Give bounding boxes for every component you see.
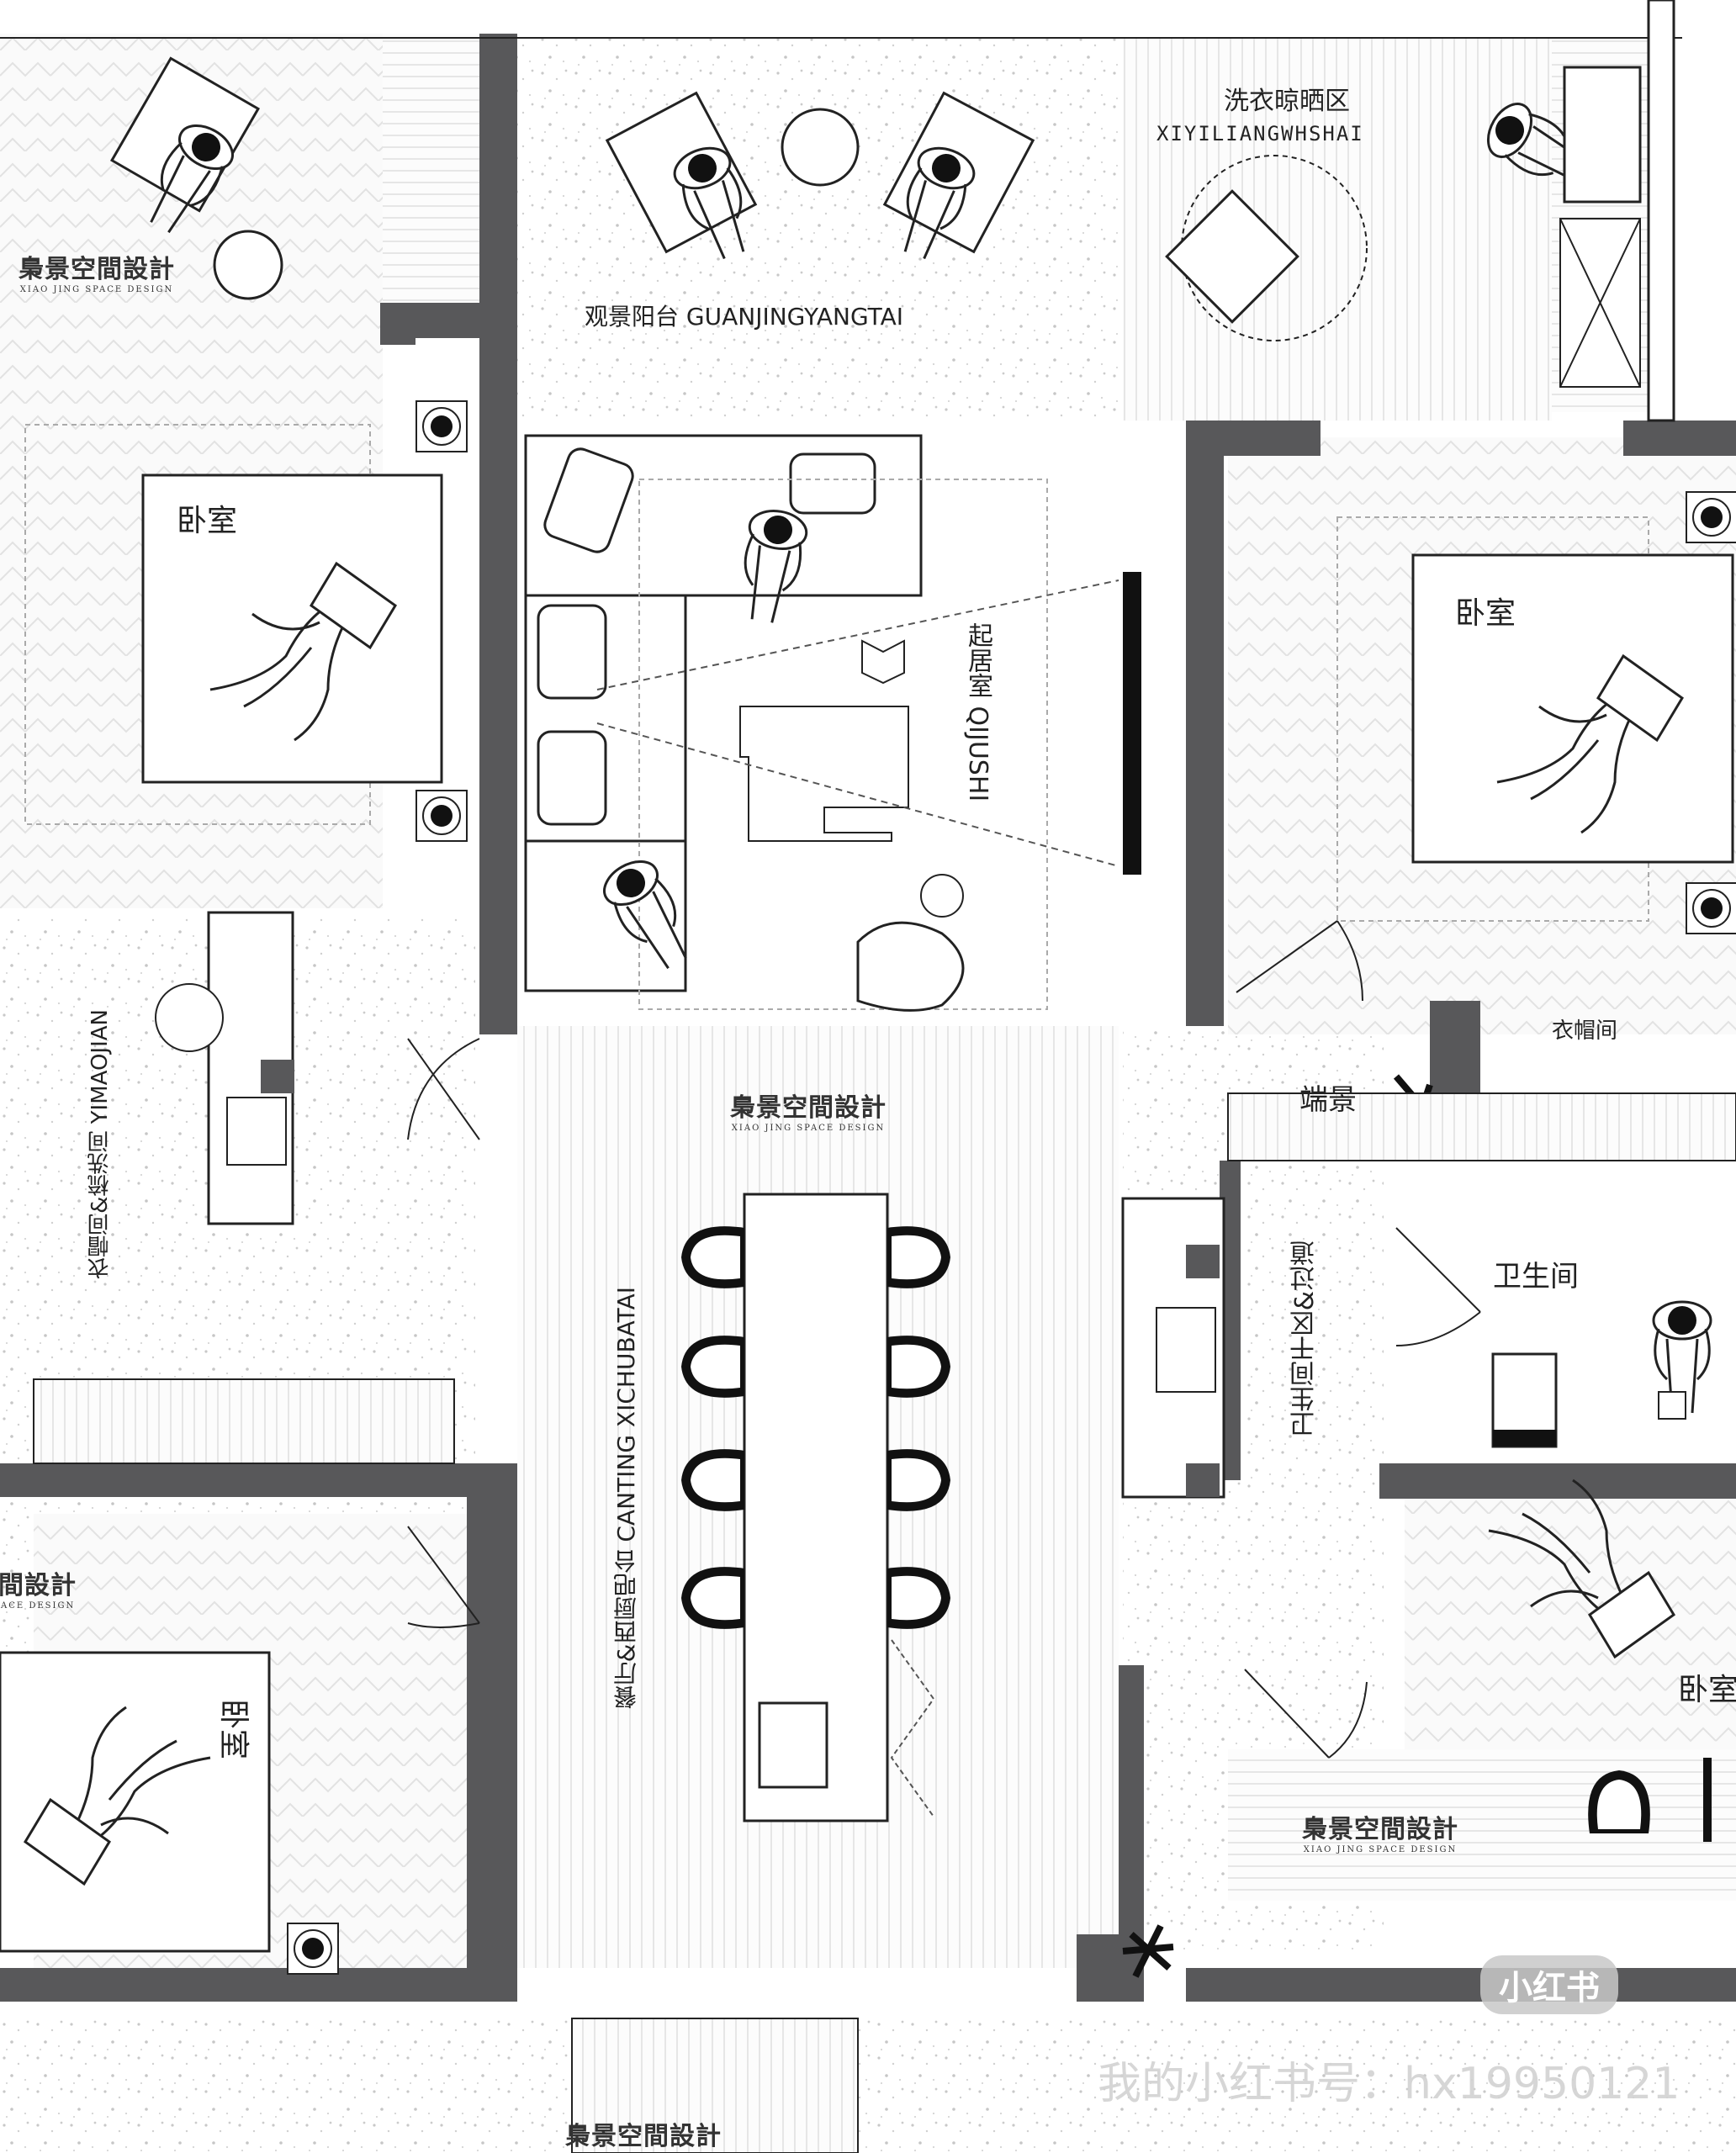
room-label-bedroom-bottom-right: 卧室 xyxy=(1678,1673,1736,1707)
lounge-chair-icon xyxy=(109,56,261,243)
room-label-balcony: 观景阳台 GUANJINGYANGTAI xyxy=(585,303,904,331)
room-label-laundry-en: XIYILIANGWHSHAI xyxy=(1156,122,1364,145)
lounge-chair-icon xyxy=(882,91,1035,267)
bed-icon xyxy=(0,1651,271,1953)
room-label-dining: 餐厅&西厨吧台 CANTING XICHUBATAI xyxy=(612,1287,640,1710)
room-label-bedroom-bottom-left: 卧室 xyxy=(216,1698,251,1760)
sink-icon xyxy=(226,1097,287,1166)
room-label-living: 起居室 QIJUSHI xyxy=(963,622,992,802)
room-label-bathroom: 卫生间 xyxy=(1493,1260,1579,1293)
side-table-icon xyxy=(781,108,860,187)
plant-icon xyxy=(1122,1924,1174,1978)
sink-icon xyxy=(758,1701,828,1789)
armchair-icon xyxy=(856,921,965,1012)
tv-icon xyxy=(1123,572,1141,875)
room-label-bedroom-right: 卧室 xyxy=(1455,596,1516,631)
room-label-bedroom-top-left: 卧室 xyxy=(177,504,238,538)
watermark-text: 我的小红书号：hx19950121 xyxy=(1098,2059,1680,2109)
bed-icon xyxy=(1336,516,1734,922)
sofa-icon xyxy=(524,434,923,992)
bed-icon xyxy=(24,424,443,825)
room-label-entry-view: 端景 xyxy=(1299,1083,1357,1117)
brand-mark: 梟景空間設計 xyxy=(565,2122,722,2151)
sink-icon xyxy=(1156,1307,1216,1393)
door-icon xyxy=(407,920,1481,1759)
room-label-cloakroom-right: 衣帽间 xyxy=(1552,1018,1618,1044)
room-label-laundry-cn: 洗衣晾晒区 xyxy=(1224,87,1350,116)
walls xyxy=(0,34,1736,2002)
dining-island-icon xyxy=(743,1193,935,1822)
room-label-bath-dry: 卫生间干区&过道 xyxy=(1290,1240,1320,1437)
room-label-cloakroom-left: 衣帽间&梳洗间 YIMAOJIAN xyxy=(87,1009,113,1279)
lounge-chair-icon xyxy=(605,91,763,267)
watermark-logo: 小红书 xyxy=(1480,1955,1618,2014)
sink-icon xyxy=(1563,66,1642,204)
laundry-basket-icon xyxy=(1165,155,1368,341)
coffee-table-icon xyxy=(739,706,909,842)
